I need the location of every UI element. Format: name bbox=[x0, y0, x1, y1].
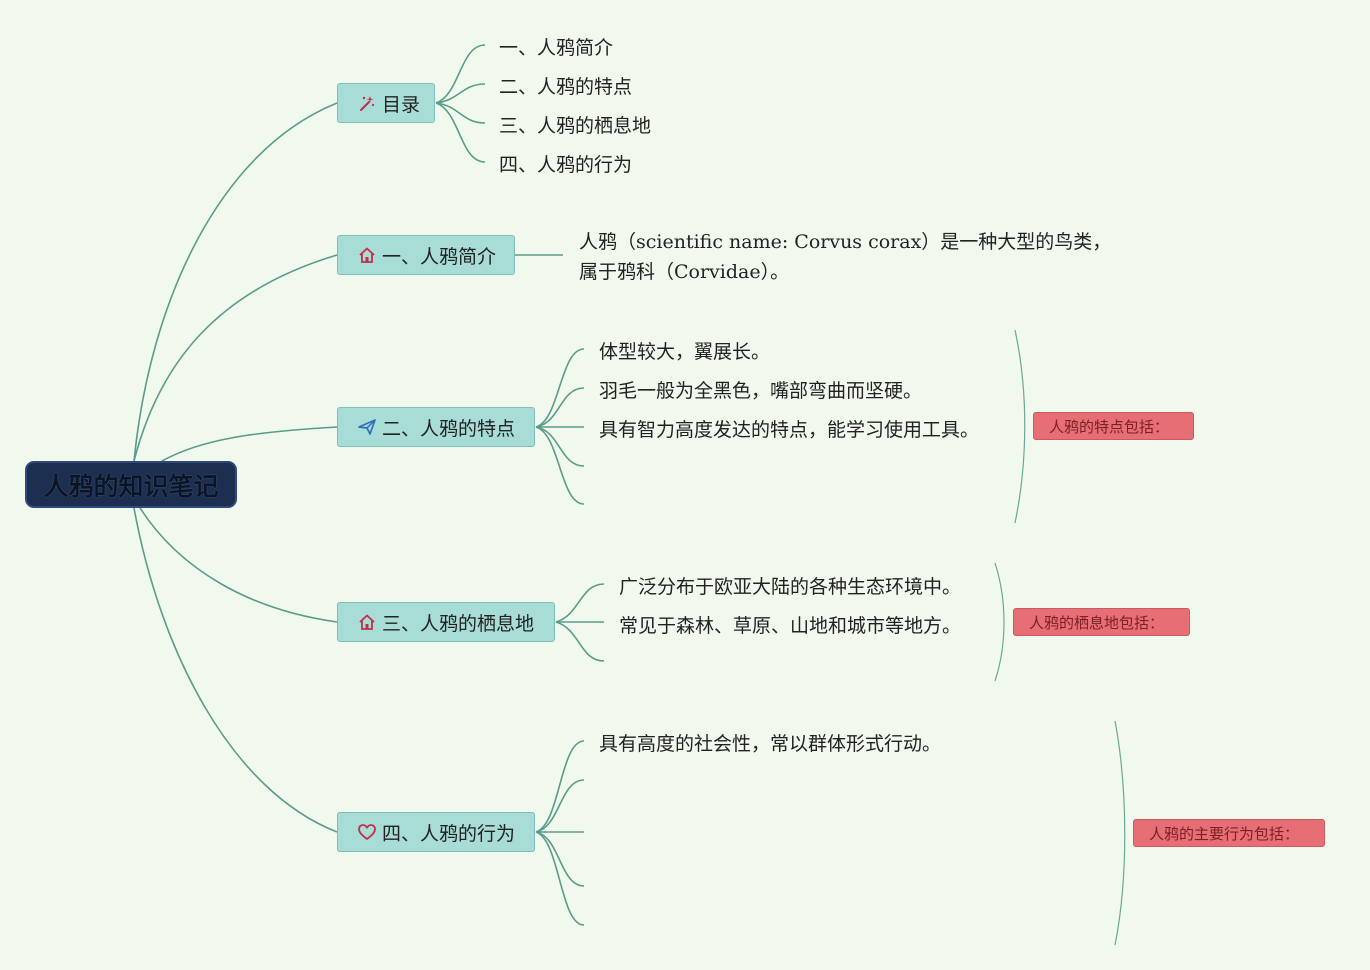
topic-habitat-label: 三、人鸦的栖息地 bbox=[382, 612, 535, 635]
toc-item-2[interactable]: 二、人鸦的特点 bbox=[499, 76, 633, 98]
link-toc-2 bbox=[435, 83, 486, 104]
link-features-5 bbox=[535, 426, 585, 505]
link-toc-3 bbox=[435, 102, 486, 124]
topic-habitat[interactable]: 三、人鸦的栖息地 bbox=[337, 602, 555, 642]
toc-item-3[interactable]: 三、人鸦的栖息地 bbox=[499, 115, 652, 137]
brace-features bbox=[1014, 329, 1026, 524]
topic-toc[interactable]: 目录 bbox=[337, 83, 435, 123]
summary-habitat[interactable]: 人鸦的栖息地包括： bbox=[1013, 608, 1190, 636]
toc-item-1[interactable]: 一、人鸦简介 bbox=[499, 37, 614, 59]
brace-habitat bbox=[994, 562, 1005, 682]
summary-habitat-label: 人鸦的栖息地包括： bbox=[1029, 613, 1165, 632]
features-item-3[interactable]: 具有智力高度发达的特点，能学习使用工具。 bbox=[599, 419, 980, 441]
paper-plane-icon bbox=[356, 416, 378, 438]
link-toc-1 bbox=[435, 44, 486, 104]
link-root-toc bbox=[133, 102, 338, 462]
features-item-1[interactable]: 体型较大，翼展长。 bbox=[599, 341, 771, 363]
link-root-features bbox=[161, 426, 338, 462]
link-features-1 bbox=[535, 348, 585, 428]
root-title: 人鸦的知识笔记 bbox=[43, 471, 219, 501]
topic-behavior-label: 四、人鸦的行为 bbox=[382, 822, 516, 845]
topic-toc-label: 目录 bbox=[382, 93, 421, 116]
topic-intro[interactable]: 一、人鸦简介 bbox=[337, 235, 515, 275]
habitat-item-2[interactable]: 常见于森林、草原、山地和城市等地方。 bbox=[619, 615, 962, 637]
home-icon bbox=[356, 244, 378, 266]
link-behavior-2 bbox=[535, 779, 585, 833]
link-habitat-3 bbox=[555, 621, 605, 662]
link-features-4 bbox=[535, 426, 585, 467]
link-behavior-4 bbox=[535, 831, 585, 887]
link-root-intro bbox=[133, 254, 338, 462]
magic-wand-icon bbox=[356, 92, 378, 114]
behavior-item-1[interactable]: 具有高度的社会性，常以群体形式行动。 bbox=[599, 733, 942, 755]
link-features-2 bbox=[535, 387, 585, 428]
topic-behavior[interactable]: 四、人鸦的行为 bbox=[337, 812, 535, 852]
summary-features[interactable]: 人鸦的特点包括： bbox=[1033, 412, 1194, 440]
summary-features-label: 人鸦的特点包括： bbox=[1049, 417, 1170, 436]
topic-features-label: 二、人鸦的特点 bbox=[382, 417, 516, 440]
intro-line-2: 属于鸦科（Corvidae）。 bbox=[579, 261, 790, 283]
link-toc-4 bbox=[435, 102, 486, 163]
topic-intro-label: 一、人鸦简介 bbox=[382, 245, 497, 268]
brace-behavior bbox=[1114, 720, 1126, 946]
summary-behavior-label: 人鸦的主要行为包括： bbox=[1149, 824, 1300, 843]
home-icon bbox=[356, 611, 378, 633]
toc-item-4[interactable]: 四、人鸦的行为 bbox=[499, 154, 633, 176]
intro-line-1: 人鸦（scientific name: Corvus corax）是一种大型的鸟… bbox=[579, 231, 1112, 253]
link-behavior-5 bbox=[535, 831, 585, 926]
features-item-2[interactable]: 羽毛一般为全黑色，嘴部弯曲而坚硬。 bbox=[599, 380, 923, 402]
summary-behavior[interactable]: 人鸦的主要行为包括： bbox=[1133, 819, 1325, 847]
topic-features[interactable]: 二、人鸦的特点 bbox=[337, 407, 535, 447]
link-root-behavior bbox=[133, 507, 338, 833]
link-root-habitat bbox=[139, 507, 338, 623]
link-behavior-1 bbox=[535, 740, 585, 833]
link-habitat-1 bbox=[555, 583, 605, 623]
root-topic[interactable]: 人鸦的知识笔记 bbox=[25, 461, 237, 508]
intro-description[interactable]: 人鸦（scientific name: Corvus corax）是一种大型的鸟… bbox=[579, 227, 1111, 287]
heart-icon bbox=[356, 821, 378, 843]
habitat-item-1[interactable]: 广泛分布于欧亚大陆的各种生态环境中。 bbox=[619, 576, 962, 598]
